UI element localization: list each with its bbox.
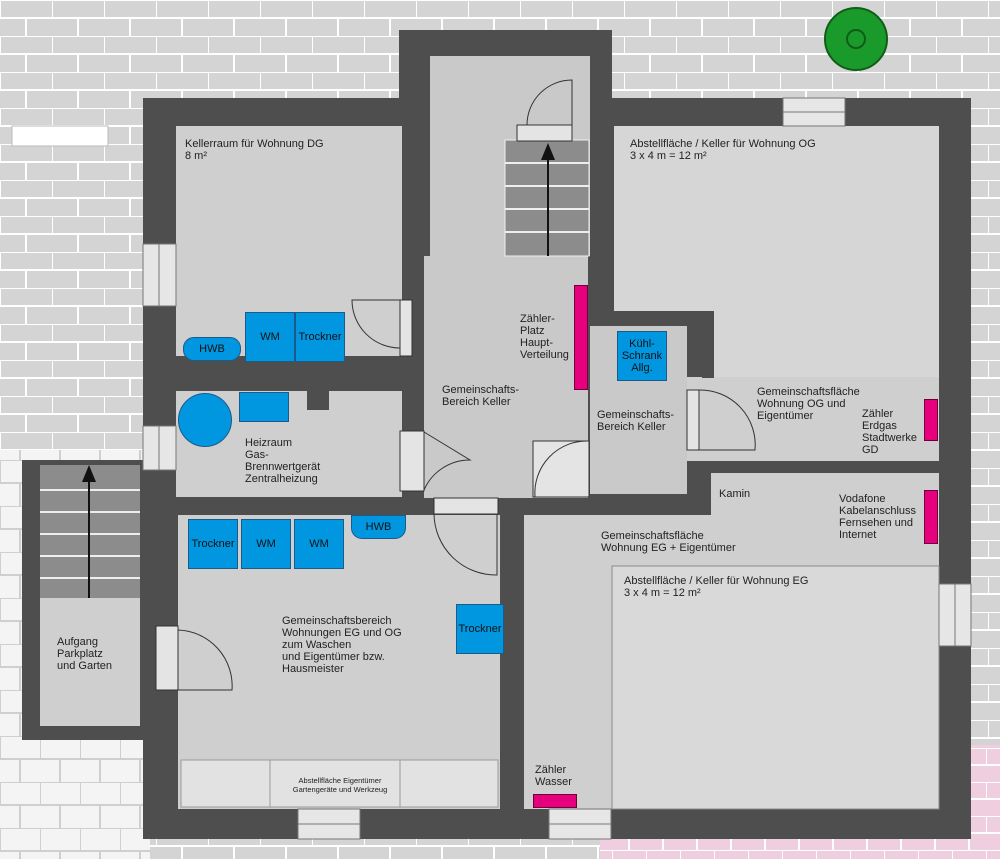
trockner-bl: Trockner <box>188 519 238 569</box>
heating-unit-icon <box>239 392 289 422</box>
label-zaehler-platz: Zähler- Platz Haupt- Verteilung <box>520 313 569 361</box>
hwb-top: HWB <box>183 337 241 361</box>
boiler-icon <box>178 393 232 447</box>
room-aufgang <box>40 598 140 726</box>
window-icon <box>142 97 972 840</box>
room-label-gemein-eg: Gemeinschaftsfläche Wohnung EG + Eigentü… <box>601 530 736 554</box>
room-label-abstell-eg: Abstellfläche / Keller für Wohnung EG 3 … <box>624 575 809 599</box>
label-vodafone: Vodafone Kabelanschluss Fernsehen und In… <box>839 493 917 541</box>
abstell-eigentuemer-shelf <box>180 759 499 808</box>
room-label-keller-dg: Kellerraum für Wohnung DG 8 m² <box>185 138 324 162</box>
trockner-top: Trockner <box>295 312 345 362</box>
kuehlschrank: Kühl- Schrank Allg. <box>617 331 667 381</box>
room-label-gemein-keller: Gemeinschafts- Bereich Keller <box>442 384 520 408</box>
room-gemein-og <box>687 377 939 461</box>
tree-icon <box>824 7 888 71</box>
hwb-bl: HWB <box>351 515 406 539</box>
trockner-mid: Trockner <box>456 604 504 654</box>
room-label-gemein-og: Gemeinschaftsfläche Wohnung OG und Eigen… <box>757 386 860 422</box>
room-label-gemein-wasch: Gemeinschaftsbereich Wohnungen EG und OG… <box>282 615 402 675</box>
label-zaehler-gas: Zähler Erdgas Stadtwerke GD <box>862 408 918 456</box>
wm-top: WM <box>245 312 295 362</box>
wm-bl-1: WM <box>241 519 291 569</box>
main-staircase-icon <box>504 139 590 257</box>
room-label-heizraum: Heizraum Gas- Brennwertgerät Zentralheiz… <box>245 437 321 485</box>
room-kamin <box>711 473 939 515</box>
room-abstell-eg <box>611 565 940 810</box>
column <box>307 388 329 410</box>
meter-gas <box>924 399 938 441</box>
entrance-staircase-icon <box>40 465 140 598</box>
meter-cable <box>924 490 938 544</box>
room-label-aufgang: Aufgang Parkplatz und Garten <box>57 636 113 672</box>
door-icon <box>155 79 756 691</box>
white-slab <box>11 125 109 147</box>
shelf-label-eigentuemer: Abstellfläche Eigentümer Gartengeräte un… <box>292 776 388 794</box>
room-abstell-og <box>614 126 939 311</box>
meter-water <box>533 794 577 808</box>
room-og-lower <box>714 311 939 377</box>
meter-main-distribution <box>574 285 588 390</box>
room-label-abstell-og: Abstellfläche / Keller für Wohnung OG 3 … <box>630 138 816 162</box>
room-label-kamin: Kamin <box>719 488 751 500</box>
room-label-gemein-keller-2: Gemeinschafts- Bereich Keller <box>597 409 675 433</box>
label-zaehler-wasser: Zähler Wasser <box>535 764 572 788</box>
wm-bl-2: WM <box>294 519 344 569</box>
